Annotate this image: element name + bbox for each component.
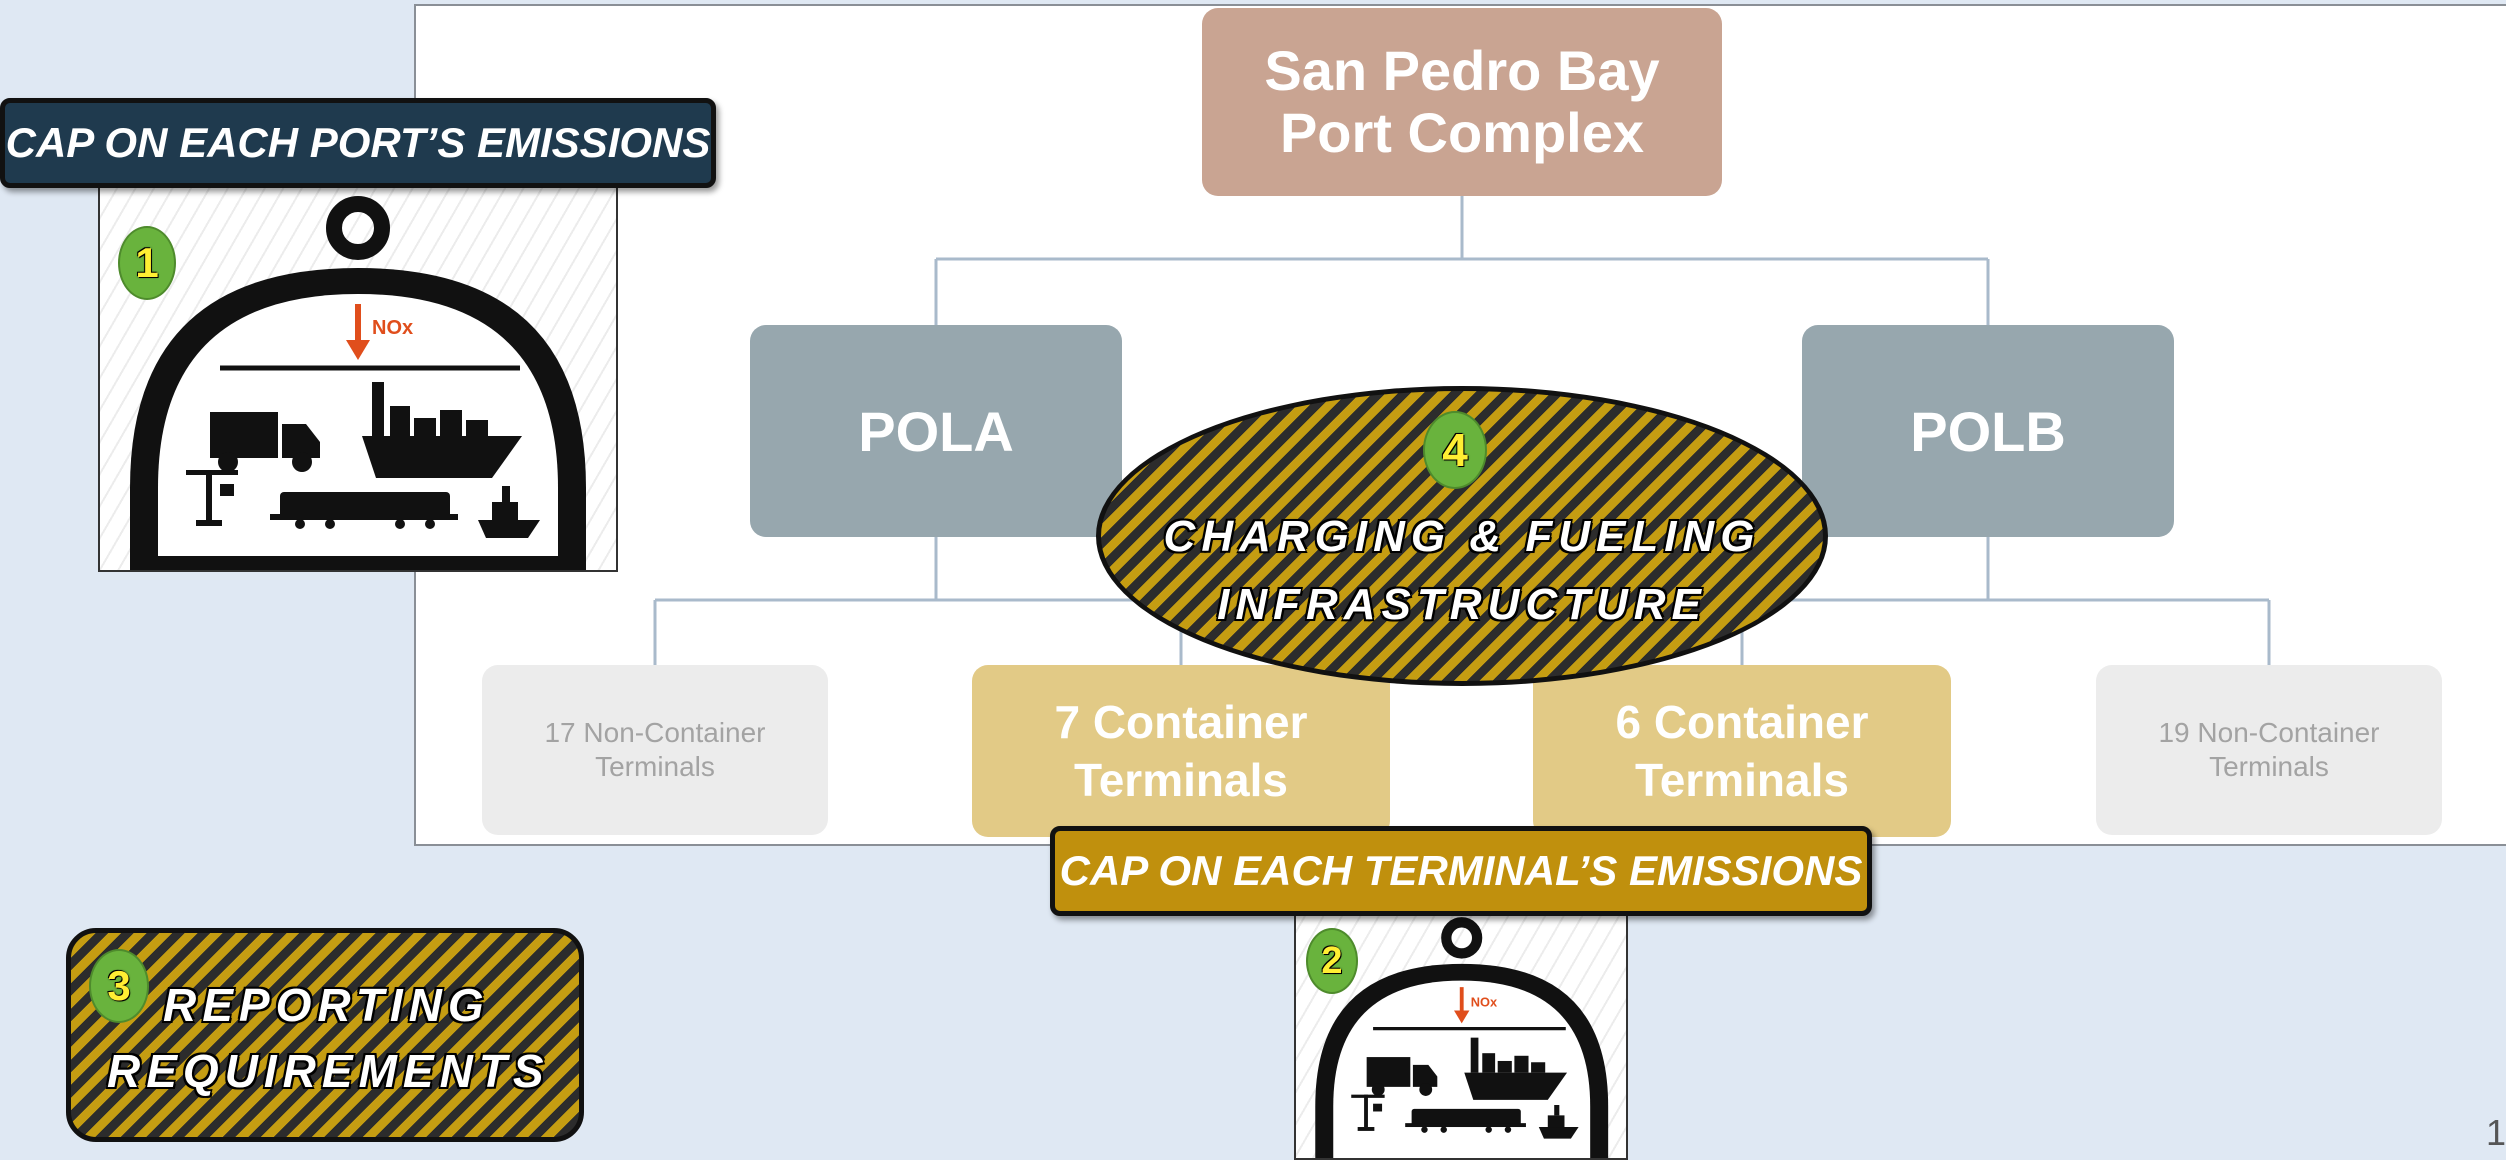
port-cap-banner-text: CAP ON EACH PORT’S EMISSIONS: [5, 119, 711, 166]
terminal-emissions-scale-card: NOx 2: [1294, 910, 1628, 1160]
terminal-label-line2: Terminals: [1635, 754, 1849, 806]
node-pola-container-terminals: 7 Container Terminals: [972, 665, 1390, 837]
node-polb: POLB: [1802, 325, 2174, 537]
truck-icon: [1366, 1057, 1438, 1096]
reporting-requirements-callout: 3 REPORTING REQUIREMENTS: [66, 928, 584, 1142]
nox-label: NOx: [1471, 995, 1498, 1010]
number-badge-1: 1: [118, 226, 176, 300]
root-label-line1: San Pedro Bay: [1264, 39, 1660, 102]
locomotive-icon: [270, 492, 458, 529]
node-polb-noncontainer-terminals: 19 Non-Container Terminals: [2096, 665, 2442, 835]
terminal-label-line2: Terminals: [595, 751, 715, 782]
tugboat-icon: [1538, 1105, 1579, 1139]
node-polb-container-terminals: 6 Container Terminals: [1533, 665, 1951, 837]
node-pola-noncontainer-terminals: 17 Non-Container Terminals: [482, 665, 828, 835]
crane-icon: [186, 470, 238, 526]
terminal-label-line1: 17 Non-Container: [544, 717, 766, 748]
tugboat-icon: [478, 486, 540, 538]
port-emissions-scale-card: NOx 1: [98, 186, 618, 572]
truck-icon: [210, 412, 320, 472]
terminal-label-line1: 7 Container: [1054, 696, 1308, 748]
emissions-scale-icon: NOx: [130, 196, 586, 570]
node-pola: POLA: [750, 325, 1122, 537]
crane-icon: [1351, 1094, 1385, 1131]
terminal-label-line2: Terminals: [1074, 754, 1288, 806]
page-number: 1: [2485, 1112, 2506, 1153]
terminal-label-line1: 19 Non-Container: [2158, 717, 2380, 748]
infrastructure-label-line1: CHARGING & FUELING: [1163, 512, 1761, 561]
root-label-line2: Port Complex: [1279, 101, 1645, 164]
port-cap-banner: CAP ON EACH PORT’S EMISSIONS: [0, 98, 716, 188]
terminal-cap-banner: CAP ON EACH TERMINAL’S EMISSIONS: [1050, 826, 1872, 916]
polb-label: POLB: [1910, 399, 2066, 463]
pola-label: POLA: [858, 399, 1014, 463]
reporting-label-line2: REQUIREMENTS: [107, 1045, 550, 1097]
number-badge-3: 3: [89, 949, 149, 1023]
emissions-scale-icon: NOx: [1315, 917, 1609, 1158]
terminal-label-line2: Terminals: [2209, 751, 2329, 782]
infrastructure-label-line2: INFRASTRUCTURE: [1217, 580, 1707, 629]
reporting-label-line1: REPORTING: [163, 979, 490, 1031]
locomotive-icon: [1405, 1108, 1526, 1133]
terminal-cap-banner-text: CAP ON EACH TERMINAL’S EMISSIONS: [1059, 847, 1863, 894]
nox-label: NOx: [372, 317, 413, 339]
cargo-ship-icon: [1464, 1037, 1568, 1100]
root-node-san-pedro-bay: San Pedro Bay Port Complex: [1202, 8, 1722, 196]
infrastructure-label: CHARGING & FUELING INFRASTRUCTURE: [1101, 503, 1823, 639]
cargo-ship-icon: [362, 382, 522, 478]
number-badge-4: 4: [1423, 411, 1487, 489]
charging-fueling-infrastructure-callout: 4 CHARGING & FUELING INFRASTRUCTURE: [1096, 386, 1828, 686]
number-badge-2: 2: [1306, 928, 1358, 994]
terminal-label-line1: 6 Container: [1615, 696, 1869, 748]
